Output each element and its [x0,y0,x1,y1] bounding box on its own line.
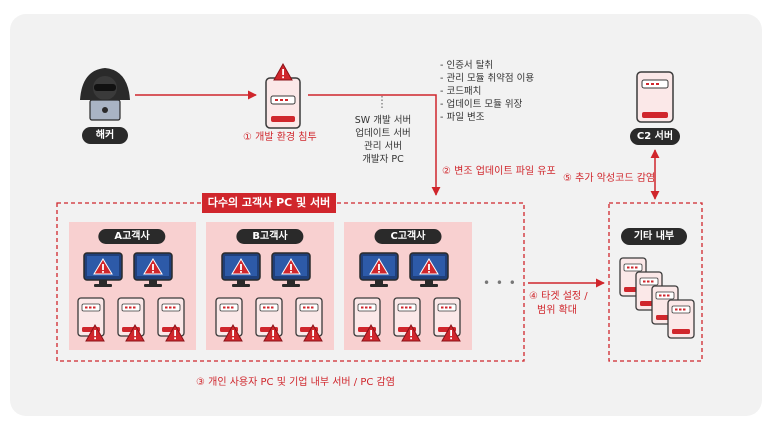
attack-method-item: - 코드패치 [440,86,482,97]
hacker-icon [80,68,130,121]
attack-method-item: - 업데이트 모듈 위장 [440,99,523,110]
dev-server-icon [265,63,301,129]
target-item: 관리 서버 [364,141,402,152]
attack-method-list: - 인증서 탈취 - 관리 모듈 취약점 이용 - 코드패치 - 업데이트 모듈 위장… [440,59,534,124]
attack-method-item: - 파일 변조 [440,112,485,123]
attack-method-item: - 인증서 탈취 [440,60,494,71]
hacker-label: 해커 [82,127,128,144]
step-1-label: ① 개발 환경 침투 [243,132,317,143]
background-panel [10,14,762,416]
infected-towers [77,297,461,342]
etc-internal-box [608,202,703,362]
target-item: 업데이트 서버 [355,128,411,139]
c2-server-label: C2 서버 [630,128,680,145]
arrow-update-distribution [308,94,441,196]
group-title: 다수의 고객사 PC 및 서버 [202,193,336,213]
step-2-label: ② 변조 업데이트 파일 유포 [442,166,556,177]
step-3-label: ③ 개인 사용자 PC 및 기업 내부 서버 / PC 감염 [196,377,395,388]
target-item: 개발자 PC [362,154,404,165]
customer-a-label: A고객사 [98,229,166,244]
target-item: SW 개발 서버 [354,115,412,126]
etc-internal-label: 기타 내부 [621,228,687,245]
step-4-label-line2: 범위 확대 [537,305,577,316]
attack-method-item: - 관리 모듈 취약점 이용 [440,73,535,84]
step-4-label-line1: ④ 타겟 설정 / [529,291,588,302]
customer-c-label: C고객사 [374,229,442,244]
c2-server-icon [636,71,674,123]
step-5-label: ⑤ 추가 악성코드 감염 [563,173,656,184]
ellipsis: • • • [483,276,517,290]
customer-b-label: B고객사 [236,229,304,244]
